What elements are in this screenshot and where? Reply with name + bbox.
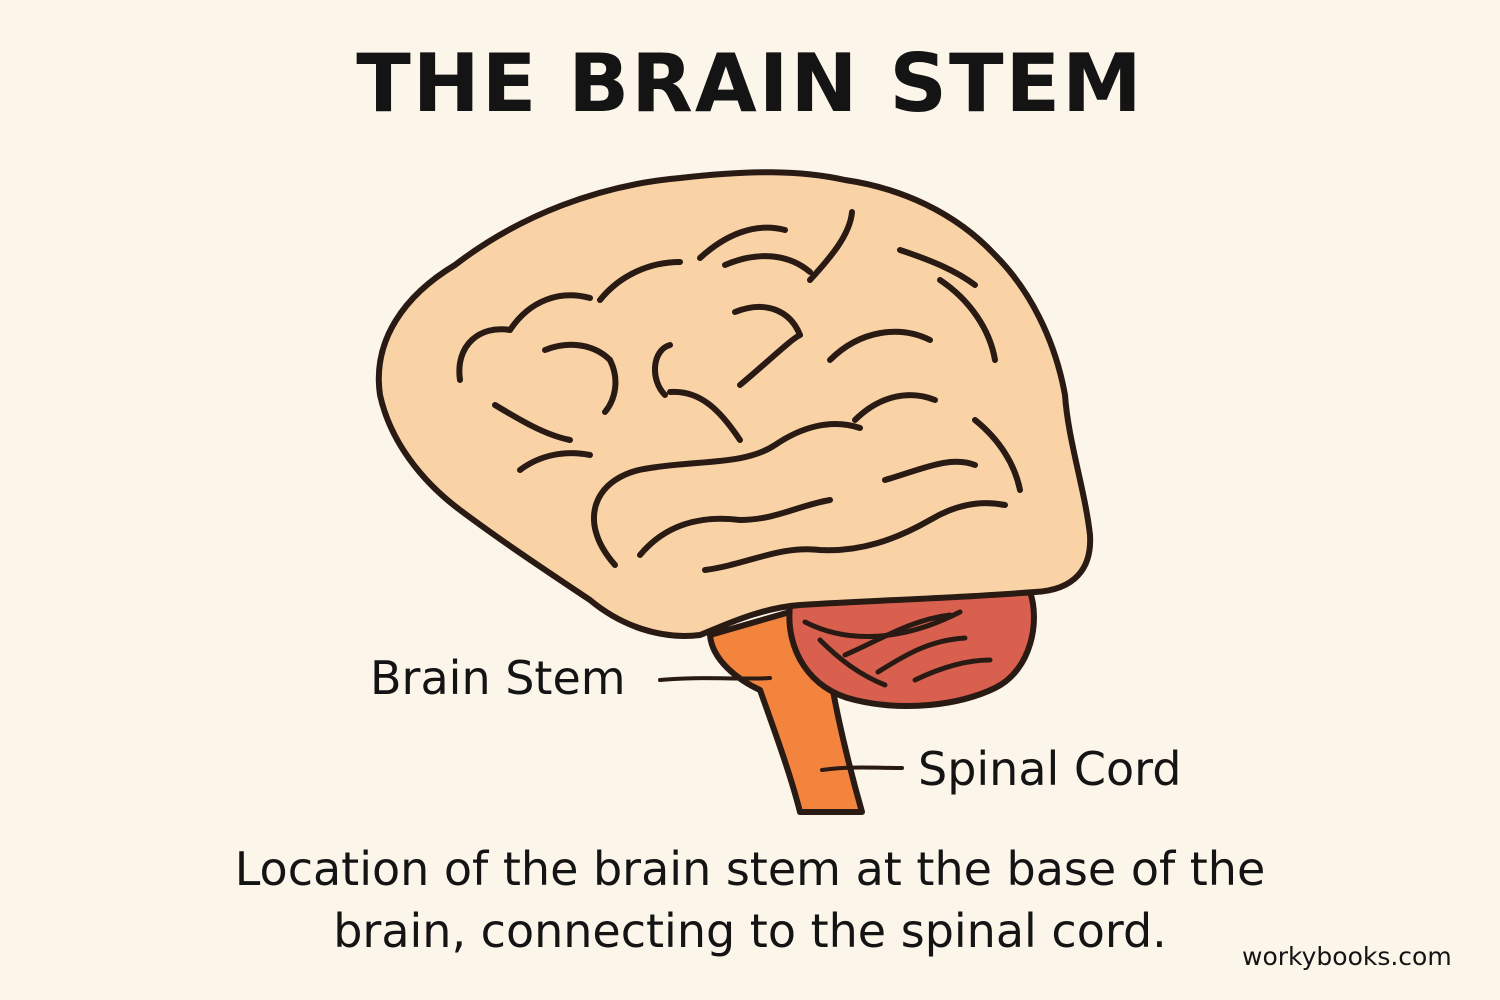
spinal-cord-label: Spinal Cord (918, 742, 1182, 796)
cerebrum-shape (375, 169, 1094, 639)
watermark: workybooks.com (1242, 942, 1452, 971)
brain-stem-leader-line (658, 676, 772, 682)
cerebellum-folds (802, 609, 993, 688)
brain-stem-label: Brain Stem (370, 651, 626, 705)
caption-line-1: Location of the brain stem at the base o… (234, 842, 1266, 896)
caption-line-2: brain, connecting to the spinal cord. (333, 904, 1167, 959)
cerebrum-folds (456, 209, 1023, 573)
spinal-cord-leader-line (820, 765, 904, 772)
page-title: THE BRAIN STEM (356, 37, 1144, 130)
diagram-caption: Location of the brain stem at the base o… (100, 838, 1400, 962)
